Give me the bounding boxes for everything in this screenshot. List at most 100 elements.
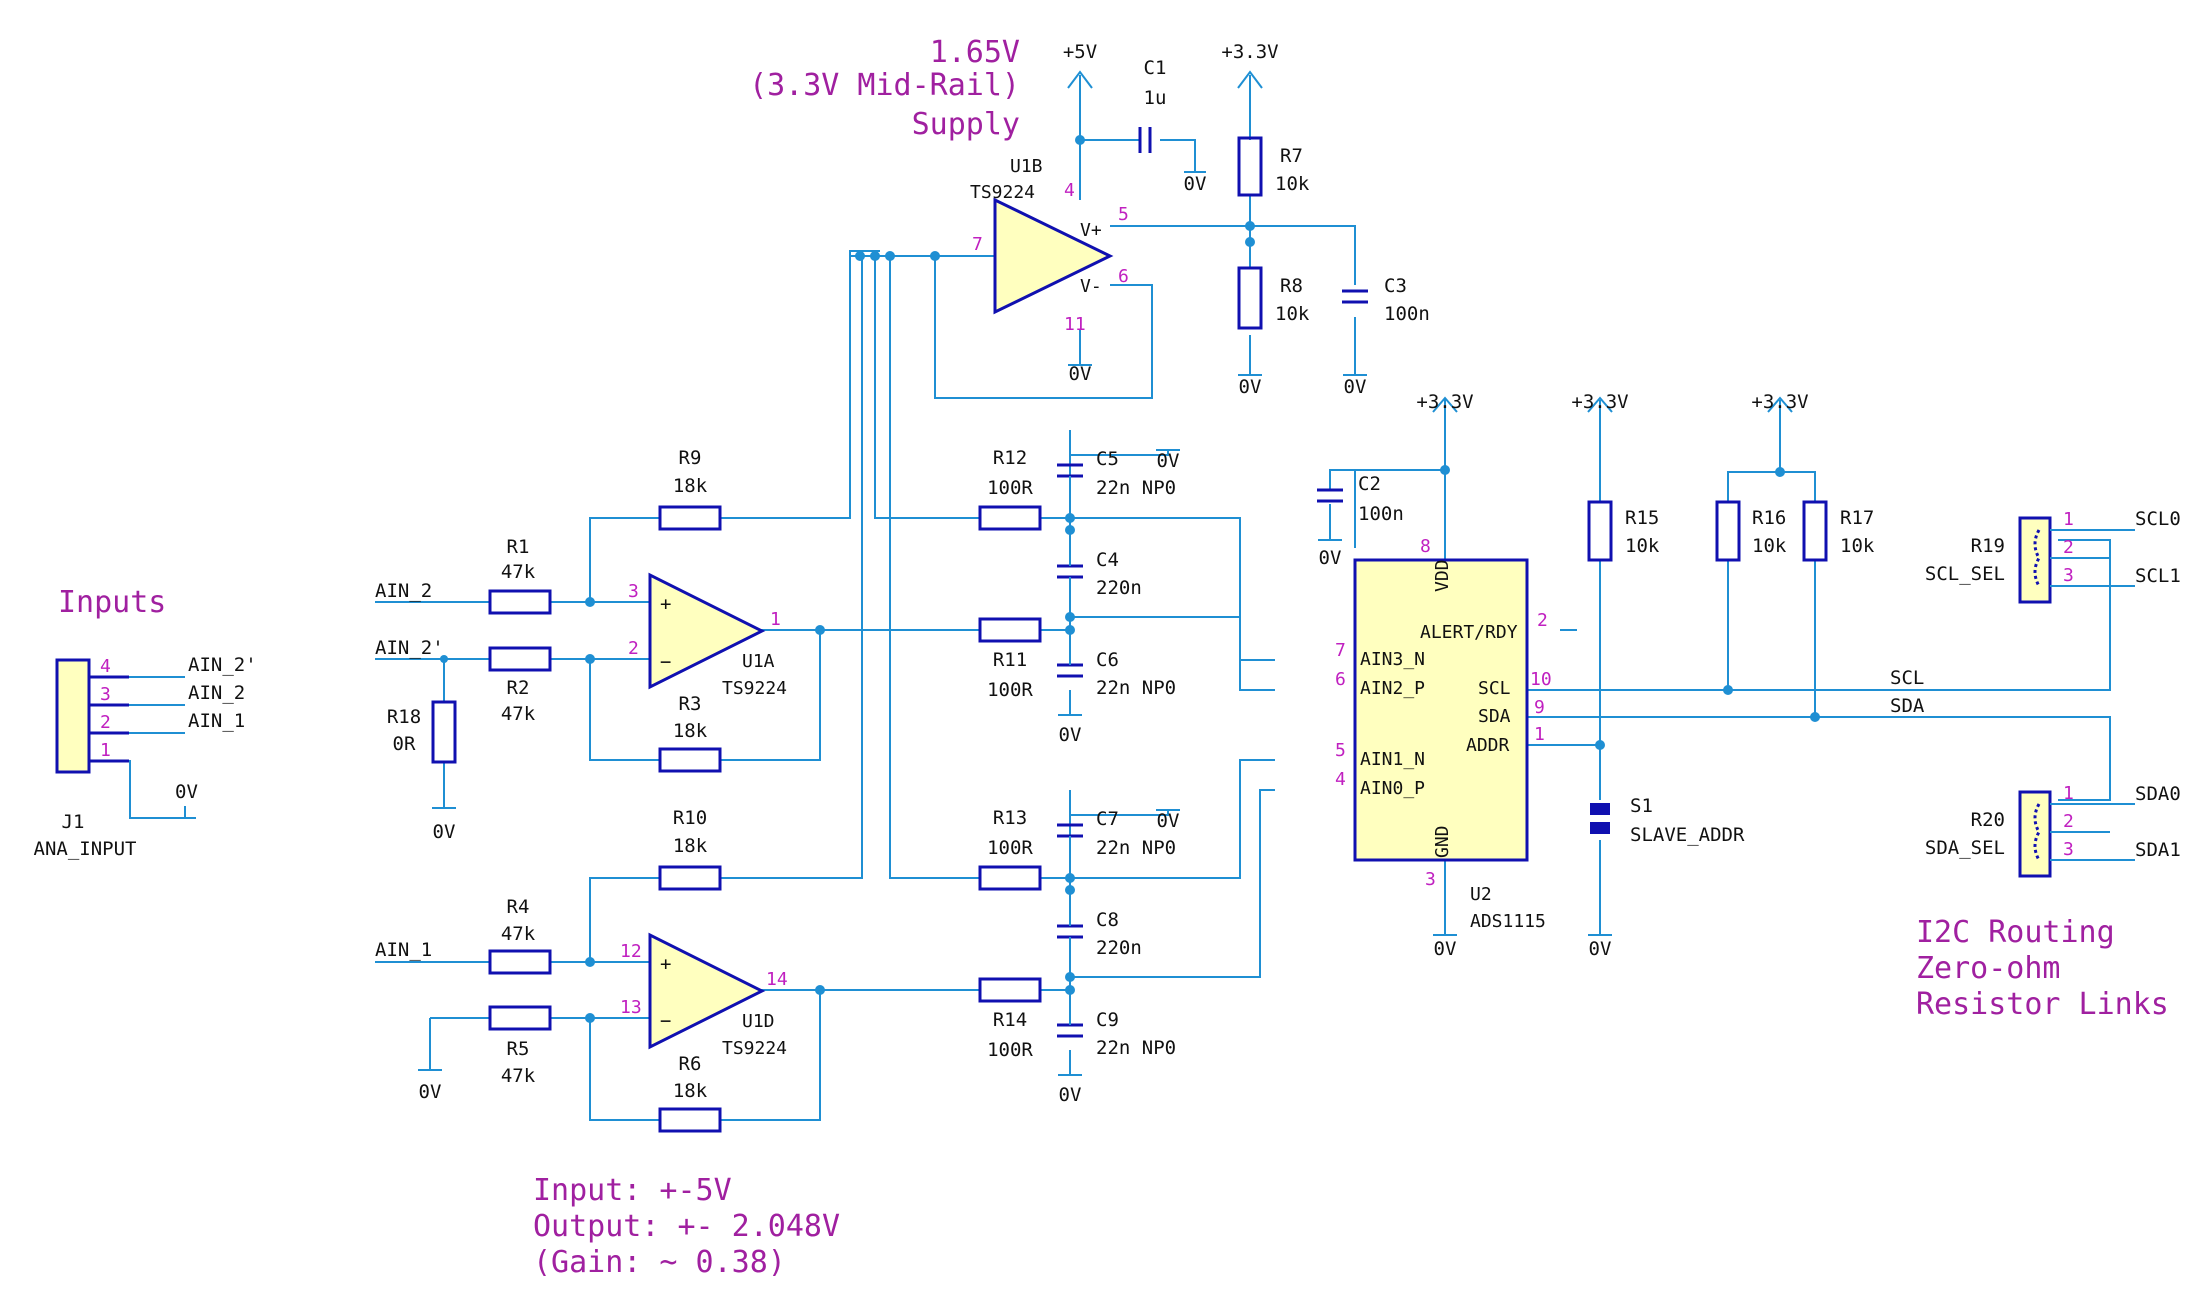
r14-ref: R14 bbox=[993, 1009, 1027, 1031]
r5-body bbox=[488, 1005, 552, 1031]
r18-gnd-label: 0V bbox=[433, 821, 456, 843]
j1-net-ain2p: AIN_2' bbox=[188, 654, 257, 676]
c1-gnd-label: 0V bbox=[1184, 173, 1207, 195]
c7-value: 22n NP0 bbox=[1096, 837, 1176, 859]
net-ain1-label: AIN_1 bbox=[375, 939, 432, 961]
r18-value: 0R bbox=[393, 733, 416, 755]
note-i2c-line3: Resistor Links bbox=[1916, 987, 2169, 1022]
u1a-opamp bbox=[648, 572, 766, 690]
c2-gnd-label: 0V bbox=[1319, 547, 1342, 569]
u1d-value: TS9224 bbox=[722, 1038, 787, 1059]
u1a-minus: − bbox=[660, 651, 671, 673]
u2-pin2: 2 bbox=[1537, 610, 1548, 631]
r18-body bbox=[431, 700, 457, 764]
r13-ref: R13 bbox=[993, 807, 1027, 829]
r2-body bbox=[488, 646, 552, 672]
i2c-selectors: 1 2 3 1 2 3 SCL0 SCL1 SDA0 SDA1 R19 SCL_… bbox=[1925, 508, 2181, 878]
u1b-value: TS9224 bbox=[970, 182, 1035, 203]
j1-pin2: 2 bbox=[100, 712, 111, 733]
c3-value: 100n bbox=[1384, 303, 1430, 325]
c1-value: 1u bbox=[1144, 87, 1167, 109]
c3-ref: C3 bbox=[1384, 275, 1407, 297]
r6-value: 18k bbox=[673, 1080, 708, 1102]
r19-pin1: 1 bbox=[2063, 509, 2074, 530]
c6-value: 22n NP0 bbox=[1096, 677, 1176, 699]
c2-ref: C2 bbox=[1358, 473, 1381, 495]
s1-ref: S1 bbox=[1630, 795, 1653, 817]
r2-ref: R2 bbox=[507, 677, 530, 699]
u2-pin-ain0p: AIN0_P bbox=[1360, 778, 1425, 799]
u1d-ref: U1D bbox=[742, 1011, 775, 1032]
r1-body bbox=[488, 589, 552, 615]
u1b-gnd-label: 0V bbox=[1069, 363, 1092, 385]
r19-pin2: 2 bbox=[2063, 537, 2074, 558]
r16-value: 10k bbox=[1752, 535, 1787, 557]
r8-value: 10k bbox=[1275, 303, 1310, 325]
note-i2c: I2C Routing Zero-ohm Resistor Links bbox=[1916, 915, 2169, 1022]
u2-body bbox=[1353, 558, 1529, 862]
u2-pin-ain1n: AIN1_N bbox=[1360, 749, 1425, 770]
c4-body bbox=[1057, 564, 1083, 579]
c9-ref: C9 bbox=[1096, 1009, 1119, 1031]
u2-pin-gnd: GND bbox=[1432, 825, 1453, 858]
r12-ref: R12 bbox=[993, 447, 1027, 469]
u2-pin9: 9 bbox=[1534, 697, 1545, 718]
net-sda0-label: SDA0 bbox=[2135, 783, 2181, 805]
r7-value: 10k bbox=[1275, 173, 1310, 195]
r12-value: 100R bbox=[987, 477, 1033, 499]
u1b-vplus: V+ bbox=[1080, 220, 1102, 241]
r15-body bbox=[1587, 500, 1613, 562]
r13-body bbox=[978, 865, 1042, 891]
j1-net-ain2: AIN_2 bbox=[188, 682, 245, 704]
u1b-pin5: 5 bbox=[1118, 204, 1129, 225]
r11-value: 100R bbox=[987, 679, 1033, 701]
r1-value: 47k bbox=[501, 561, 536, 583]
r4-value: 47k bbox=[501, 923, 536, 945]
r17-value: 10k bbox=[1840, 535, 1875, 557]
c4-ref: C4 bbox=[1096, 549, 1119, 571]
net-scl1-label: SCL1 bbox=[2135, 565, 2181, 587]
net-sda1-label: SDA1 bbox=[2135, 839, 2181, 861]
c6-ref: C6 bbox=[1096, 649, 1119, 671]
j1-pin4: 4 bbox=[100, 656, 111, 677]
r14-body bbox=[978, 977, 1042, 1003]
c5-ref: C5 bbox=[1096, 448, 1119, 470]
r19-value: SCL_SEL bbox=[1925, 563, 2005, 585]
u1a-pin2: 2 bbox=[628, 638, 639, 659]
u1b-pin4: 4 bbox=[1064, 180, 1075, 201]
u1a-stage: + − AIN_2 AIN_2' R1 47k R2 47k R9 18k R3… bbox=[375, 250, 1070, 843]
u2-adc: +3.3V C2 100n 0V 0V VDD ALERT/RDY AIN3_N… bbox=[1317, 391, 2111, 960]
u2-pin7: 7 bbox=[1335, 640, 1346, 661]
note-i2c-line2: Zero-ohm bbox=[1916, 951, 2061, 986]
note-midrail: 1.65V (3.3V Mid-Rail) Supply bbox=[749, 35, 1020, 142]
r7-ref: R7 bbox=[1280, 145, 1303, 167]
note-midrail-line2: (3.3V Mid-Rail) bbox=[749, 68, 1020, 103]
c5-gnd-label: 0V bbox=[1157, 450, 1180, 472]
r6-ref: R6 bbox=[679, 1053, 702, 1075]
r6-body bbox=[658, 1107, 722, 1133]
u2-pin-sda: SDA bbox=[1478, 706, 1511, 727]
r15-ref: R15 bbox=[1625, 507, 1659, 529]
c3-gnd-label: 0V bbox=[1344, 376, 1367, 398]
c2-value: 100n bbox=[1358, 503, 1404, 525]
u2-pin3: 3 bbox=[1425, 869, 1436, 890]
s1-gnd-label: 0V bbox=[1589, 938, 1612, 960]
u2-pin-vdd: VDD bbox=[1432, 559, 1453, 592]
r12-body bbox=[978, 505, 1042, 531]
r14-value: 100R bbox=[987, 1039, 1033, 1061]
r20-body bbox=[2018, 790, 2052, 878]
r20-value: SDA_SEL bbox=[1925, 837, 2005, 859]
u2-pin-ain3n: AIN3_N bbox=[1360, 649, 1425, 670]
r16-ref: R16 bbox=[1752, 507, 1786, 529]
u2-ref: U2 bbox=[1470, 884, 1492, 905]
r8-ref: R8 bbox=[1280, 275, 1303, 297]
u1b-ref: U1B bbox=[1010, 156, 1043, 177]
r20-ref: R20 bbox=[1971, 809, 2005, 831]
u1d-pin14: 14 bbox=[766, 969, 788, 990]
r17-body bbox=[1802, 500, 1828, 562]
u1b-vminus: V- bbox=[1080, 276, 1102, 297]
r7-p33: +3.3V bbox=[1221, 41, 1278, 63]
r9-value: 18k bbox=[673, 475, 708, 497]
u1d-stage: + − AIN_1 R4 47k R5 47k R10 18k R6 18k 0… bbox=[375, 250, 1070, 1133]
j1-body bbox=[55, 658, 91, 774]
